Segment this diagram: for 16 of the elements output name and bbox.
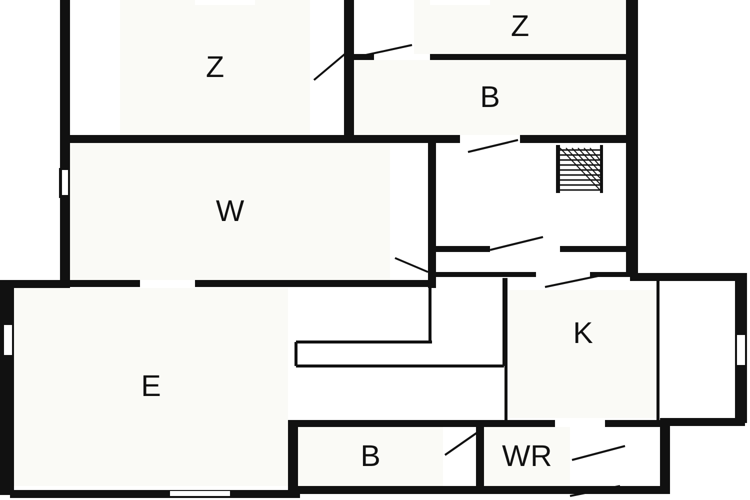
- room-area: [414, 0, 626, 54]
- room-area: [298, 427, 443, 486]
- room-area: [509, 290, 657, 418]
- room-area: [14, 288, 288, 486]
- room-label: Z: [206, 52, 224, 82]
- room-label: WR: [502, 442, 552, 472]
- room-label: K: [572, 319, 593, 349]
- room-label: E: [140, 372, 161, 402]
- room-area: [70, 143, 390, 280]
- room-label: B: [360, 442, 380, 472]
- room-label: Z: [510, 12, 530, 42]
- room-label: W: [216, 196, 244, 226]
- room-label: B: [480, 82, 500, 112]
- room-area: [354, 60, 626, 135]
- room-area: [484, 427, 570, 486]
- room-area: [120, 0, 310, 135]
